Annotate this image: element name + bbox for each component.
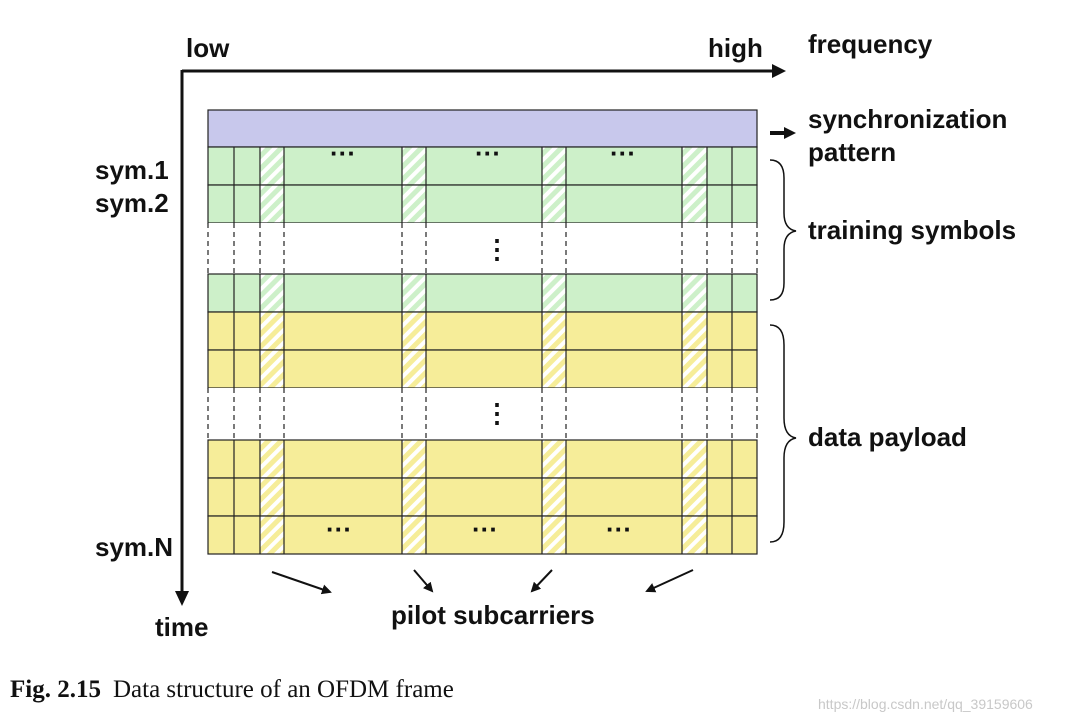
payload-symbol-row <box>208 478 757 516</box>
pilot-subcarrier-cell <box>402 350 426 388</box>
ellipsis-vertical-training: ⋮ <box>484 234 510 264</box>
row-label-sym1: sym.1 <box>95 155 169 185</box>
low-frequency-label: low <box>186 33 230 63</box>
pilot-subcarrier-cell <box>402 147 426 185</box>
payload-symbol-row <box>208 312 757 350</box>
pilot-subcarrier-cell <box>402 312 426 350</box>
ellipsis-vertical-payload: ⋮ <box>484 398 510 428</box>
pilot-subcarrier-cell <box>682 147 707 185</box>
pilot-subcarrier-cell <box>542 312 566 350</box>
payload-symbol-row <box>208 350 757 388</box>
row-label-sym2: sym.2 <box>95 188 169 218</box>
training-symbol-row <box>208 147 757 185</box>
sync-pattern-row <box>207 109 758 148</box>
pilot-subcarrier-cell <box>260 274 284 312</box>
pilot-arrow-3 <box>530 569 553 593</box>
time-axis-arrowhead <box>175 591 189 606</box>
pilot-subcarrier-cell <box>402 516 426 554</box>
figure-caption-text: Data structure of an OFDM frame <box>112 676 454 703</box>
pilot-subcarrier-cell <box>682 312 707 350</box>
pilot-subcarrier-cell <box>260 185 284 223</box>
pilot-subcarrier-cell <box>542 185 566 223</box>
ellipsis-bottom-3: ··· <box>606 514 632 544</box>
high-frequency-label: high <box>708 33 763 63</box>
data-payload-label: data payload <box>808 422 967 452</box>
ellipsis-top-3: ··· <box>610 138 636 168</box>
payload-brace <box>769 324 797 543</box>
frequency-axis-label: frequency <box>808 29 933 59</box>
training-symbol-row <box>208 274 757 312</box>
sync-label-line1: synchronization <box>808 104 1007 134</box>
pilot-subcarrier-cell <box>682 478 707 516</box>
pilot-subcarriers-label: pilot subcarriers <box>391 600 595 630</box>
ellipsis-top-1: ··· <box>330 138 356 168</box>
frame-grid <box>207 109 758 555</box>
watermark: https://blog.csdn.net/qq_39159606 <box>818 696 1033 712</box>
pilot-subcarrier-cell <box>542 440 566 478</box>
pilot-subcarrier-cell <box>542 478 566 516</box>
ellipsis-bottom-2: ··· <box>472 514 498 544</box>
figure-caption: Fig. 2.15 Data structure of an OFDM frame <box>10 676 454 704</box>
pilot-subcarrier-cell <box>402 274 426 312</box>
training-symbol-row <box>208 185 757 223</box>
pilot-subcarrier-cell <box>260 312 284 350</box>
pilot-subcarrier-cell <box>402 478 426 516</box>
training-brace <box>769 159 797 301</box>
pilot-subcarrier-cell <box>542 274 566 312</box>
payload-symbol-row <box>208 440 757 478</box>
pilot-subcarrier-cell <box>682 440 707 478</box>
ellipsis-top-2: ··· <box>475 138 501 168</box>
pilot-arrow-2 <box>413 569 434 593</box>
row-border <box>207 515 758 555</box>
pilot-subcarrier-cell <box>260 147 284 185</box>
pilot-subcarrier-cell <box>682 274 707 312</box>
figure-number: Fig. 2.15 <box>10 676 101 703</box>
frequency-axis-arrowhead <box>772 64 786 78</box>
row-label-symN: sym.N <box>95 532 173 562</box>
pilot-subcarrier-cell <box>542 516 566 554</box>
pilot-subcarrier-cell <box>260 516 284 554</box>
pilot-arrow-4 <box>645 569 694 593</box>
pilot-subcarrier-cell <box>402 440 426 478</box>
pilot-subcarrier-cell <box>682 185 707 223</box>
pilot-subcarrier-cell <box>260 478 284 516</box>
payload-symbol-row <box>208 516 757 554</box>
omitted-rows-gap <box>208 223 757 274</box>
pilot-subcarrier-cell <box>682 516 707 554</box>
pilot-subcarrier-cell <box>260 350 284 388</box>
sync-label-line2: pattern <box>808 137 896 167</box>
pilot-subcarrier-cell <box>542 350 566 388</box>
pilot-subcarrier-cell <box>402 185 426 223</box>
pilot-subcarrier-cell <box>542 147 566 185</box>
time-axis-label: time <box>155 612 208 642</box>
sync-arrowhead <box>784 127 796 139</box>
ellipsis-bottom-1: ··· <box>326 514 352 544</box>
training-symbols-label: training symbols <box>808 215 1016 245</box>
pilot-subcarrier-cell <box>682 350 707 388</box>
pilot-subcarrier-cell <box>260 440 284 478</box>
omitted-rows-gap <box>208 388 757 440</box>
pilot-arrow-1 <box>271 571 332 595</box>
